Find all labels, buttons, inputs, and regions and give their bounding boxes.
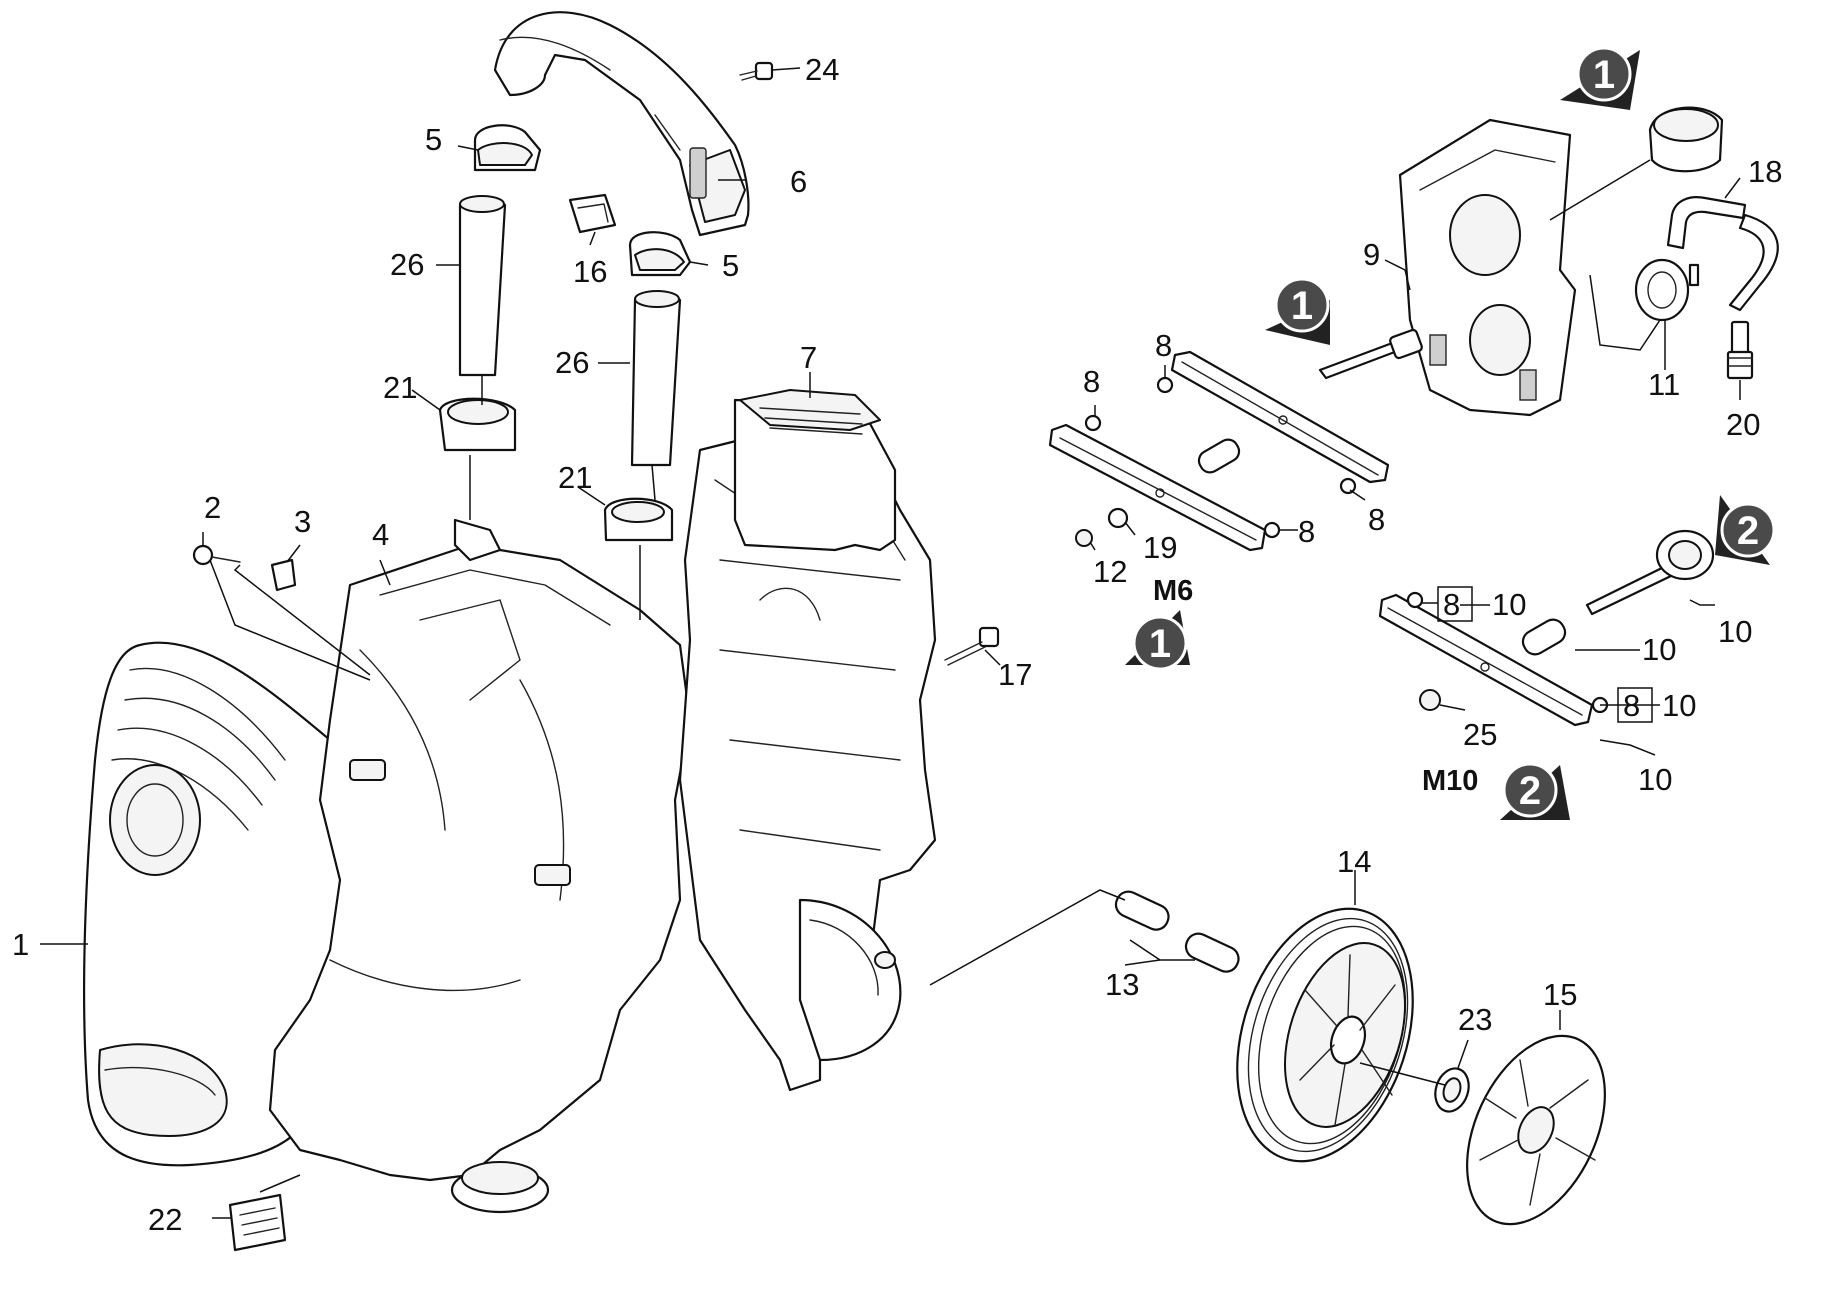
marker-1-top: 1 bbox=[1560, 46, 1640, 110]
leader-lines bbox=[40, 67, 1741, 1219]
part-nipple-20 bbox=[1726, 320, 1754, 380]
callout-22: 22 bbox=[148, 1202, 182, 1237]
callout-12: 12 bbox=[1093, 554, 1127, 589]
callout-8d: 8 bbox=[1298, 514, 1315, 549]
part-brush-22 bbox=[228, 1193, 287, 1252]
label-m6: M6 bbox=[1153, 575, 1193, 607]
part-rail-upper bbox=[1170, 350, 1390, 484]
part-clip-23 bbox=[1434, 1067, 1470, 1113]
part-valve-11 bbox=[1634, 258, 1700, 322]
part-clip-3 bbox=[270, 558, 297, 592]
part-rail-lower bbox=[1048, 423, 1267, 552]
part-screw-2 bbox=[192, 544, 241, 566]
callout-15: 15 bbox=[1543, 977, 1577, 1012]
callout-8b: 8 bbox=[1083, 364, 1100, 399]
part-rail-m10 bbox=[1378, 593, 1594, 727]
callout-18: 18 bbox=[1748, 154, 1782, 189]
callout-10e: 10 bbox=[1638, 762, 1672, 797]
part-rear-frame bbox=[678, 389, 937, 1092]
part-cap-5-right bbox=[628, 231, 692, 277]
part-screw-24 bbox=[739, 61, 774, 81]
svg-text:2: 2 bbox=[1737, 509, 1759, 553]
part-cap-5-left bbox=[473, 124, 542, 172]
callout-8f: 8 bbox=[1623, 688, 1640, 723]
callout-14: 14 bbox=[1337, 844, 1371, 879]
part-spacer-m6 bbox=[1197, 438, 1241, 474]
part-bracket-9 bbox=[1398, 118, 1577, 417]
part-grommet-21-left bbox=[438, 397, 517, 452]
callout-11: 11 bbox=[1648, 367, 1680, 402]
callout-24: 24 bbox=[805, 52, 839, 87]
callout-6: 6 bbox=[790, 164, 807, 199]
part-spacer-m10 bbox=[1521, 618, 1567, 656]
svg-text:1: 1 bbox=[1149, 622, 1171, 666]
callout-19: 19 bbox=[1143, 530, 1177, 565]
part-screw-17 bbox=[944, 626, 1000, 666]
callout-10b: 10 bbox=[1718, 614, 1752, 649]
part-bolt-m6 bbox=[1318, 328, 1423, 380]
part-wheel-14 bbox=[1236, 907, 1414, 1163]
callout-10d: 10 bbox=[1662, 688, 1696, 723]
marker-1-middle: 1 bbox=[1265, 277, 1330, 345]
callout-26b: 26 bbox=[555, 345, 589, 380]
part-main-housing bbox=[268, 518, 692, 1214]
callout-1: 1 bbox=[12, 927, 29, 962]
callout-23: 23 bbox=[1458, 1002, 1492, 1037]
part-cap-top bbox=[1648, 106, 1724, 173]
marker-2-m10: 2 bbox=[1500, 762, 1570, 820]
callout-5b: 5 bbox=[722, 248, 739, 283]
callout-10a: 10 bbox=[1492, 587, 1526, 622]
callout-26a: 26 bbox=[390, 247, 424, 282]
svg-text:2: 2 bbox=[1519, 769, 1541, 813]
callout-8c: 8 bbox=[1368, 502, 1385, 537]
part-hubcap-15 bbox=[1466, 1034, 1606, 1226]
svg-text:1: 1 bbox=[1593, 53, 1615, 97]
callout-13: 13 bbox=[1105, 967, 1139, 1002]
callout-2: 2 bbox=[204, 490, 221, 525]
svg-text:1: 1 bbox=[1291, 284, 1313, 328]
callout-21b: 21 bbox=[558, 460, 592, 495]
part-grommet-21-right bbox=[603, 497, 674, 542]
callout-21a: 21 bbox=[383, 370, 417, 405]
part-bolt-m10 bbox=[1585, 529, 1715, 616]
callout-5a: 5 bbox=[425, 122, 442, 157]
callout-16: 16 bbox=[573, 254, 607, 289]
callout-17: 17 bbox=[998, 657, 1032, 692]
callout-10c: 10 bbox=[1642, 632, 1676, 667]
callout-7: 7 bbox=[800, 340, 817, 375]
box-8-upper bbox=[1437, 586, 1473, 622]
part-handle bbox=[493, 11, 750, 237]
callout-9: 9 bbox=[1363, 237, 1380, 272]
part-axle-13 bbox=[1114, 890, 1240, 973]
part-clip-16 bbox=[568, 193, 617, 234]
label-m10: M10 bbox=[1422, 765, 1478, 797]
part-tube-26-left bbox=[458, 195, 507, 377]
callout-3: 3 bbox=[294, 504, 311, 539]
part-hose-18 bbox=[1666, 196, 1779, 312]
marker-1-m6: 1 bbox=[1125, 610, 1190, 671]
callout-8a: 8 bbox=[1155, 328, 1172, 363]
box-8-lower bbox=[1617, 687, 1653, 723]
callout-8e: 8 bbox=[1443, 587, 1460, 622]
callout-labels: 1 2 3 4 5 5 6 7 8 8 8 8 8 8 9 10 10 10 1… bbox=[12, 52, 1782, 1237]
callout-25: 25 bbox=[1463, 717, 1497, 752]
callout-20: 20 bbox=[1726, 407, 1760, 442]
part-tube-26-right bbox=[630, 290, 682, 467]
marker-2-right: 2 bbox=[1715, 495, 1776, 565]
callout-4: 4 bbox=[372, 517, 389, 552]
part-nuts-m6 bbox=[1075, 376, 1357, 547]
